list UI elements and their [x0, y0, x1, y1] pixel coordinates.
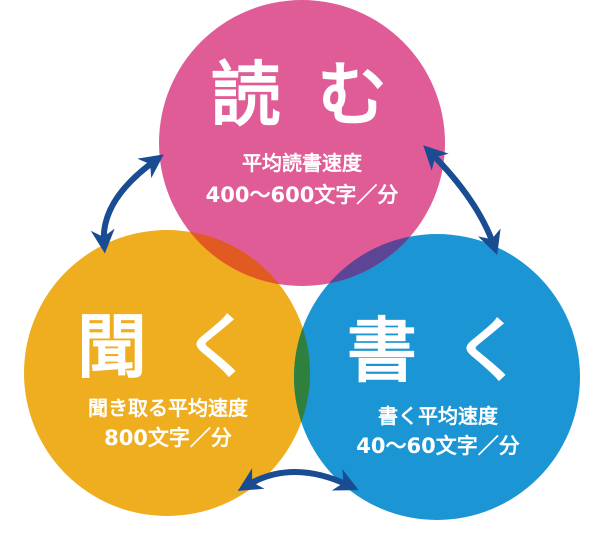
write-title: 書 く: [346, 310, 530, 392]
read-title: 読 む: [210, 54, 394, 136]
listen-rate: 800文字／分: [104, 426, 232, 450]
circle-listen: [24, 230, 310, 516]
arrow-read-listen-icon: [90, 154, 164, 254]
circle-write: [294, 234, 580, 520]
read-rate: 400～600文字／分: [205, 183, 399, 207]
read-label: 平均読書速度: [242, 151, 362, 175]
listen-title: 聞 く: [76, 306, 260, 388]
circle-read: [159, 0, 445, 286]
arrow-listen-write-icon: [237, 468, 359, 491]
listen-label: 聞き取る平均速度: [88, 396, 248, 420]
arrow-read-write-icon: [423, 145, 501, 256]
write-label: 書く平均速度: [378, 404, 498, 428]
write-rate: 40～60文字／分: [356, 434, 520, 458]
